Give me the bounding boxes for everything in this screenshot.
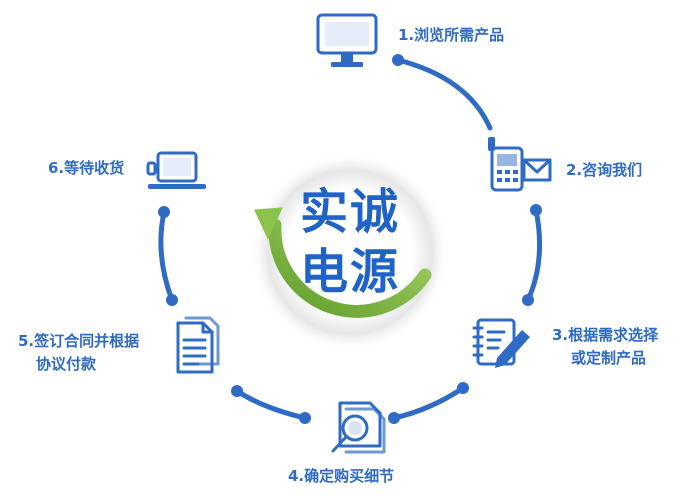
connector-arc-5-6 (158, 209, 175, 303)
step-5-label-line2: 协议付款 (36, 355, 97, 373)
connector-dot (388, 412, 400, 424)
step-3-label: 3.根据需求选择 (552, 326, 659, 344)
connector-dot (457, 382, 469, 394)
connector-dot (166, 294, 178, 306)
step-3-label-line2: 或定制产品 (571, 349, 647, 367)
connector-arc-2-3 (525, 207, 543, 303)
laptop-icon (146, 151, 206, 189)
connector-dot (299, 412, 311, 424)
step-6-label: 6.等待收货 (48, 159, 125, 177)
connector-dot (158, 206, 170, 218)
connector-dot (231, 385, 243, 397)
connector-dot (392, 54, 404, 66)
step-5-label: 5.签订合同并根据 (18, 332, 140, 350)
center-title-line1: 实诚 (300, 184, 401, 240)
step-2-label: 2.咨询我们 (566, 161, 643, 179)
connector-dot (522, 294, 534, 306)
magnifier-document-icon (331, 401, 386, 454)
connector-arc-4-5 (234, 388, 308, 421)
center-title-line2: 电源 (300, 244, 401, 300)
monitor-icon (316, 13, 378, 67)
connector-arc-3-4 (391, 385, 466, 421)
contract-document-icon (176, 316, 220, 374)
step-4-label: 4.确定购买细节 (288, 467, 395, 485)
cycle-arrow (253, 207, 432, 318)
connector-dot (530, 204, 542, 216)
step-1-label: 1.浏览所需产品 (398, 26, 505, 44)
notebook-pen-icon (472, 318, 530, 368)
connector-arc-1-2 (395, 57, 493, 131)
phone-mail-icon (488, 137, 552, 192)
